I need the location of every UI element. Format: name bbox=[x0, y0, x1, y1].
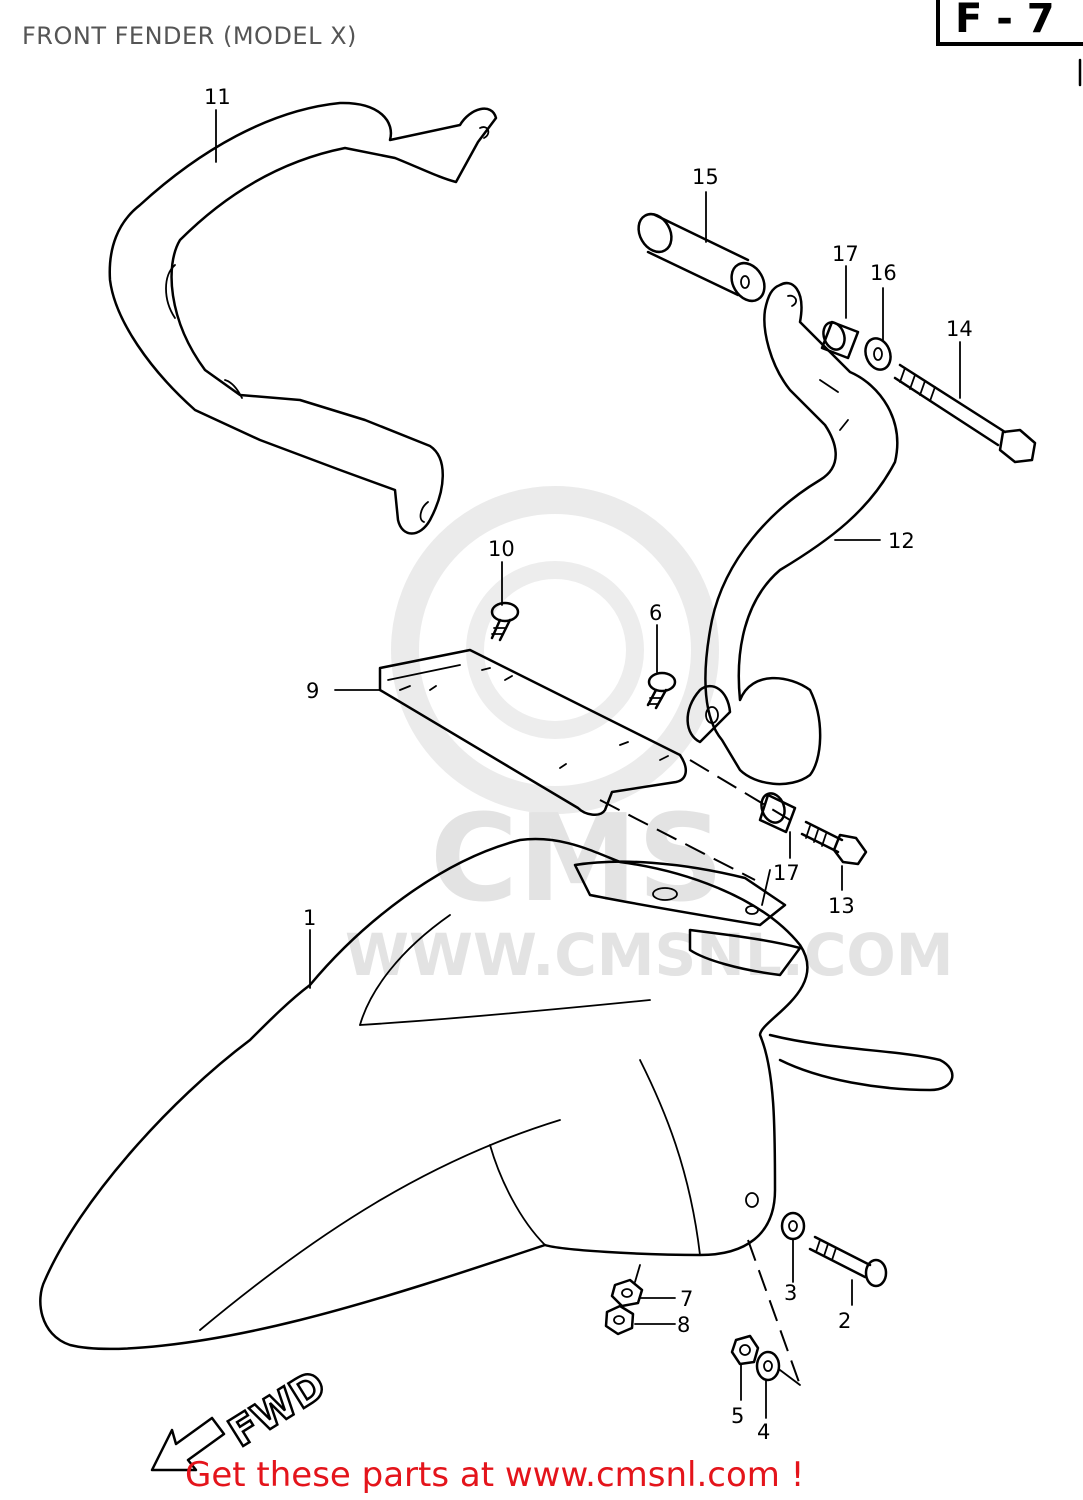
part-5-nut bbox=[730, 1334, 760, 1366]
callout-15: 15 bbox=[692, 165, 719, 189]
page-title: FRONT FENDER (MODEL X) bbox=[22, 22, 357, 50]
fwd-arrow: FWD bbox=[150, 1361, 335, 1472]
fwd-label: FWD bbox=[221, 1362, 334, 1456]
part-10-screw bbox=[490, 601, 520, 642]
callout-8: 8 bbox=[677, 1313, 690, 1337]
callout-2: 2 bbox=[838, 1309, 851, 1333]
part-16-washer bbox=[864, 337, 892, 371]
callout-labels: 11 15 17 16 14 12 10 6 9 17 13 1 3 2 7 8… bbox=[204, 85, 973, 1444]
part-12-brace bbox=[686, 281, 899, 786]
callout-14: 14 bbox=[946, 317, 973, 341]
callout-12: 12 bbox=[888, 529, 915, 553]
watermark-url: WWW.CMSNL.COM bbox=[345, 921, 953, 989]
fwd-arrow-icon bbox=[150, 1416, 226, 1472]
part-17-lower-collar bbox=[758, 792, 797, 834]
plate-code-text: F - 7 bbox=[955, 0, 1055, 42]
part-2-bolt bbox=[808, 1235, 888, 1288]
cmsnl-parts-link[interactable]: Get these parts at www.cmsnl.com ! bbox=[185, 1455, 805, 1495]
part-13-bolt bbox=[800, 820, 868, 866]
assembly-line-tip bbox=[779, 1369, 801, 1386]
callout-16: 16 bbox=[870, 261, 897, 285]
assembly-line-plate bbox=[689, 759, 791, 821]
callout-10: 10 bbox=[488, 537, 515, 561]
callout-5: 5 bbox=[731, 1404, 744, 1428]
callout-9: 9 bbox=[306, 679, 319, 703]
callout-7: 7 bbox=[680, 1287, 693, 1311]
part-7-nut bbox=[610, 1278, 644, 1308]
callout-17-lower: 17 bbox=[773, 861, 800, 885]
part-15-pin bbox=[637, 212, 766, 303]
part-3-washer bbox=[780, 1211, 806, 1241]
part-17-upper-collar bbox=[820, 320, 860, 360]
part-6-screw bbox=[646, 671, 677, 710]
part-8-nut bbox=[604, 1304, 635, 1336]
plate-code: F - 7 bbox=[936, 0, 1083, 46]
leader-lines bbox=[215, 109, 961, 1419]
part-14-bolt bbox=[893, 363, 1037, 464]
callout-3: 3 bbox=[784, 1281, 797, 1305]
watermark-brand: CMS bbox=[430, 790, 724, 929]
part-9-plate bbox=[378, 648, 688, 816]
callout-1: 1 bbox=[303, 906, 316, 930]
part-4-washer bbox=[755, 1350, 781, 1382]
callout-4: 4 bbox=[757, 1420, 770, 1444]
watermark: CMS WWW.CMSNL.COM bbox=[345, 486, 953, 989]
callout-6: 6 bbox=[649, 601, 662, 625]
callout-13: 13 bbox=[828, 894, 855, 918]
assembly-line-fender bbox=[599, 799, 756, 881]
assembly-line-lower bbox=[747, 1239, 801, 1386]
part-11-brace bbox=[108, 101, 498, 535]
callout-17-upper: 17 bbox=[832, 242, 859, 266]
assembly-line-short bbox=[761, 869, 771, 906]
callout-11: 11 bbox=[204, 85, 231, 109]
part-1-front-fender bbox=[39, 837, 954, 1351]
